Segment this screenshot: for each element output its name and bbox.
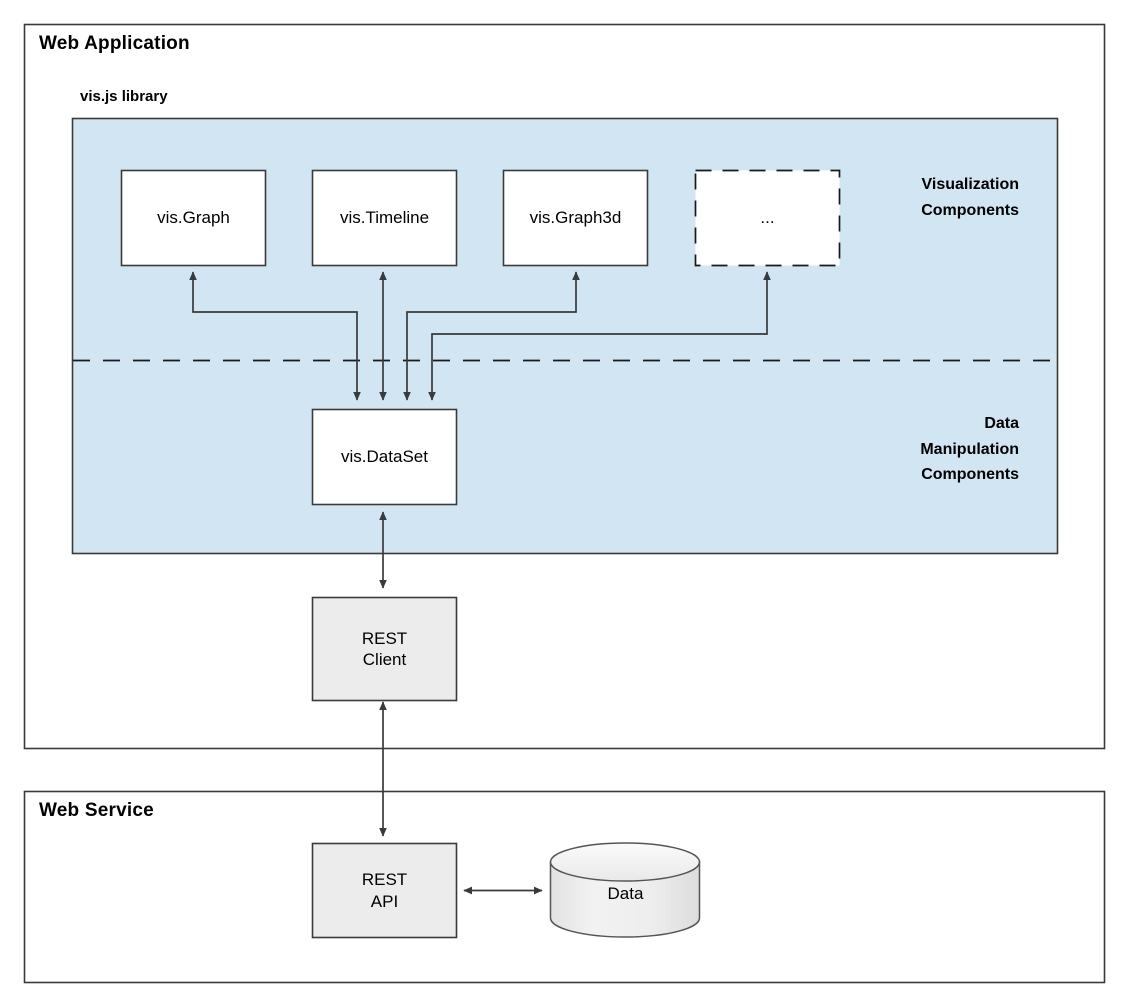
box-vis-dataset[interactable] <box>311 408 458 506</box>
library-title: vis.js library <box>80 88 168 105</box>
shape-database-cylinder[interactable] <box>549 842 701 938</box>
box-vis-timeline[interactable] <box>311 169 458 267</box>
frame-title-web-service: Web Service <box>39 800 154 821</box>
connector-dataset-more <box>428 271 771 401</box>
frame-title-web-application: Web Application <box>39 33 190 54</box>
box-more-components[interactable] <box>694 169 841 267</box>
connector-dataset-vis-graph <box>189 271 361 401</box>
box-rest-api[interactable] <box>311 842 458 939</box>
box-vis-graph3d[interactable] <box>502 169 649 267</box>
side-label-data-manipulation: Data Manipulation Components <box>920 415 1019 484</box>
side-label-visualization: Visualization Components <box>921 176 1019 219</box>
box-rest-client[interactable] <box>311 596 458 702</box>
box-vis-graph[interactable] <box>120 169 267 267</box>
